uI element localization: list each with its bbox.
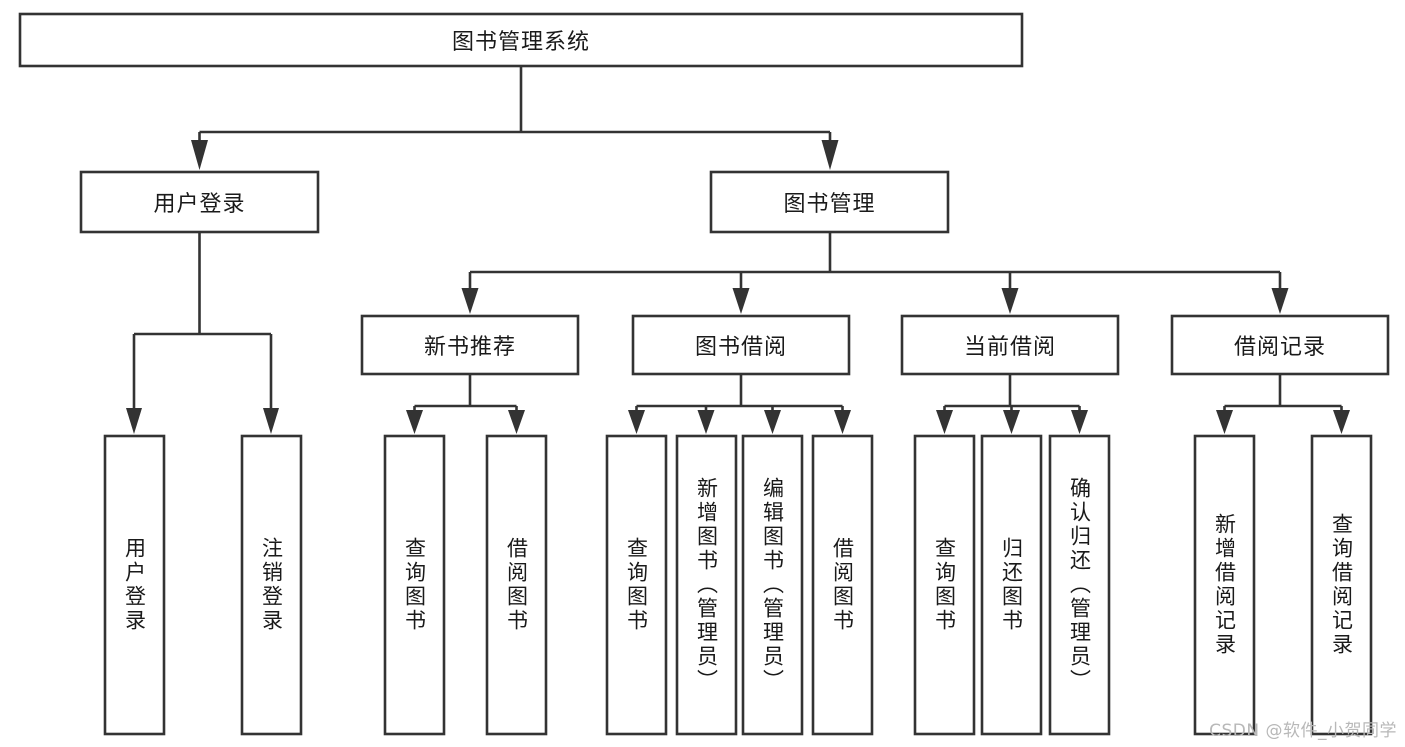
node-box-root[interactable]	[18, 12, 1024, 68]
connectors-borrowrecord-to-leaves	[1216, 374, 1350, 434]
arrow-head-icon-leaf-query-book-2	[628, 410, 645, 434]
node-box-leaf-query-book-2[interactable]	[605, 434, 668, 736]
arrow-head-icon-leaf-return-book	[1003, 410, 1020, 434]
connectors-userlogin-to-leaves	[126, 232, 279, 434]
node-box-leaf-add-book[interactable]	[675, 434, 738, 736]
arrow-head-icon-leaf-add-record	[1216, 410, 1233, 434]
arrow-head-icon-leaf-borrow-book-2	[834, 410, 851, 434]
node-box-leaf-add-record[interactable]	[1193, 434, 1256, 736]
node-box-leaf-return-book[interactable]	[980, 434, 1043, 736]
arrow-head-icon-leaf-query-record	[1333, 410, 1350, 434]
node-box-book-mgmt[interactable]	[709, 170, 950, 234]
node-box-borrow-record[interactable]	[1170, 314, 1390, 376]
arrow-head-icon-leaf-borrow-book-1	[508, 410, 525, 434]
connectors-currentborrow-to-leaves	[936, 374, 1088, 434]
arrow-head-icon-leaf-edit-book	[764, 410, 781, 434]
node-box-leaf-edit-book[interactable]	[741, 434, 804, 736]
arrow-head-icon-leaf-confirm-return	[1071, 410, 1088, 434]
node-box-leaf-borrow-book-2[interactable]	[811, 434, 874, 736]
node-box-user-login[interactable]	[79, 170, 320, 234]
arrow-head-icon-leaf-add-book	[697, 410, 715, 434]
node-box-leaf-logout[interactable]	[240, 434, 303, 736]
node-box-leaf-query-record[interactable]	[1310, 434, 1373, 736]
arrow-head-icon-borrow-record	[1271, 288, 1289, 314]
connectors-root-to-level2	[191, 66, 839, 170]
connectors-bookborrow-to-leaves	[628, 374, 851, 434]
arrow-head-icon-book-mgmt	[821, 140, 839, 170]
node-box-leaf-user-login[interactable]	[103, 434, 166, 736]
node-box-leaf-query-book-1[interactable]	[383, 434, 446, 736]
node-box-new-book-rec[interactable]	[360, 314, 580, 376]
arrow-head-icon-user-login	[191, 140, 208, 170]
node-box-book-borrow[interactable]	[631, 314, 851, 376]
arrow-head-icon-new-book-rec	[461, 288, 479, 314]
arrow-head-icon-leaf-user-login	[126, 408, 142, 434]
arrow-head-icon-leaf-query-book-3	[936, 410, 953, 434]
node-box-leaf-borrow-book-1[interactable]	[485, 434, 548, 736]
node-box-leaf-query-book-3[interactable]	[913, 434, 976, 736]
connectors-newbookrec-to-leaves	[406, 374, 525, 434]
node-box-current-borrow[interactable]	[900, 314, 1120, 376]
arrow-head-icon-book-borrow	[732, 288, 750, 314]
arrow-head-icon-current-borrow	[1001, 288, 1019, 314]
connectors-bookmgmt-to-level3	[461, 232, 1289, 314]
node-box-leaf-confirm-return[interactable]	[1048, 434, 1111, 736]
arrow-head-icon-leaf-logout	[263, 408, 279, 434]
arrow-head-icon-leaf-query-book-1	[406, 410, 423, 434]
